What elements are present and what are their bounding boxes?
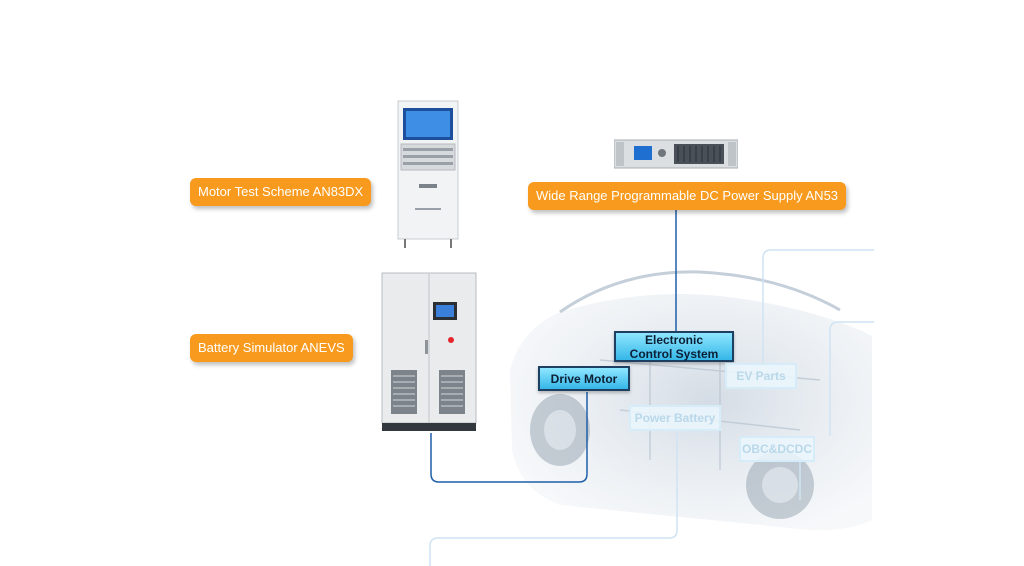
ev-parts-block: EV Parts [725,363,797,389]
ecs-line-1: Electronic [644,332,704,347]
dc-power-supply [613,138,739,170]
ecs-line-2: Control System [629,346,719,361]
electronic-control-system-block: Electronic Control System [614,331,734,362]
obc-dcdc-block: OBC&DCDC [739,436,815,462]
dc-power-supply-label: Wide Range Programmable DC Power Supply … [528,182,847,210]
power-battery-block: Power Battery [629,405,721,431]
motor-test-cabinet [397,100,459,250]
drive-motor-block: Drive Motor [538,366,630,391]
battery-simulator-label: Battery Simulator ANEVS [190,334,353,362]
motor-test-scheme-label: Motor Test Scheme AN83DX [190,178,372,206]
battery-simulator-cabinet [381,272,477,432]
